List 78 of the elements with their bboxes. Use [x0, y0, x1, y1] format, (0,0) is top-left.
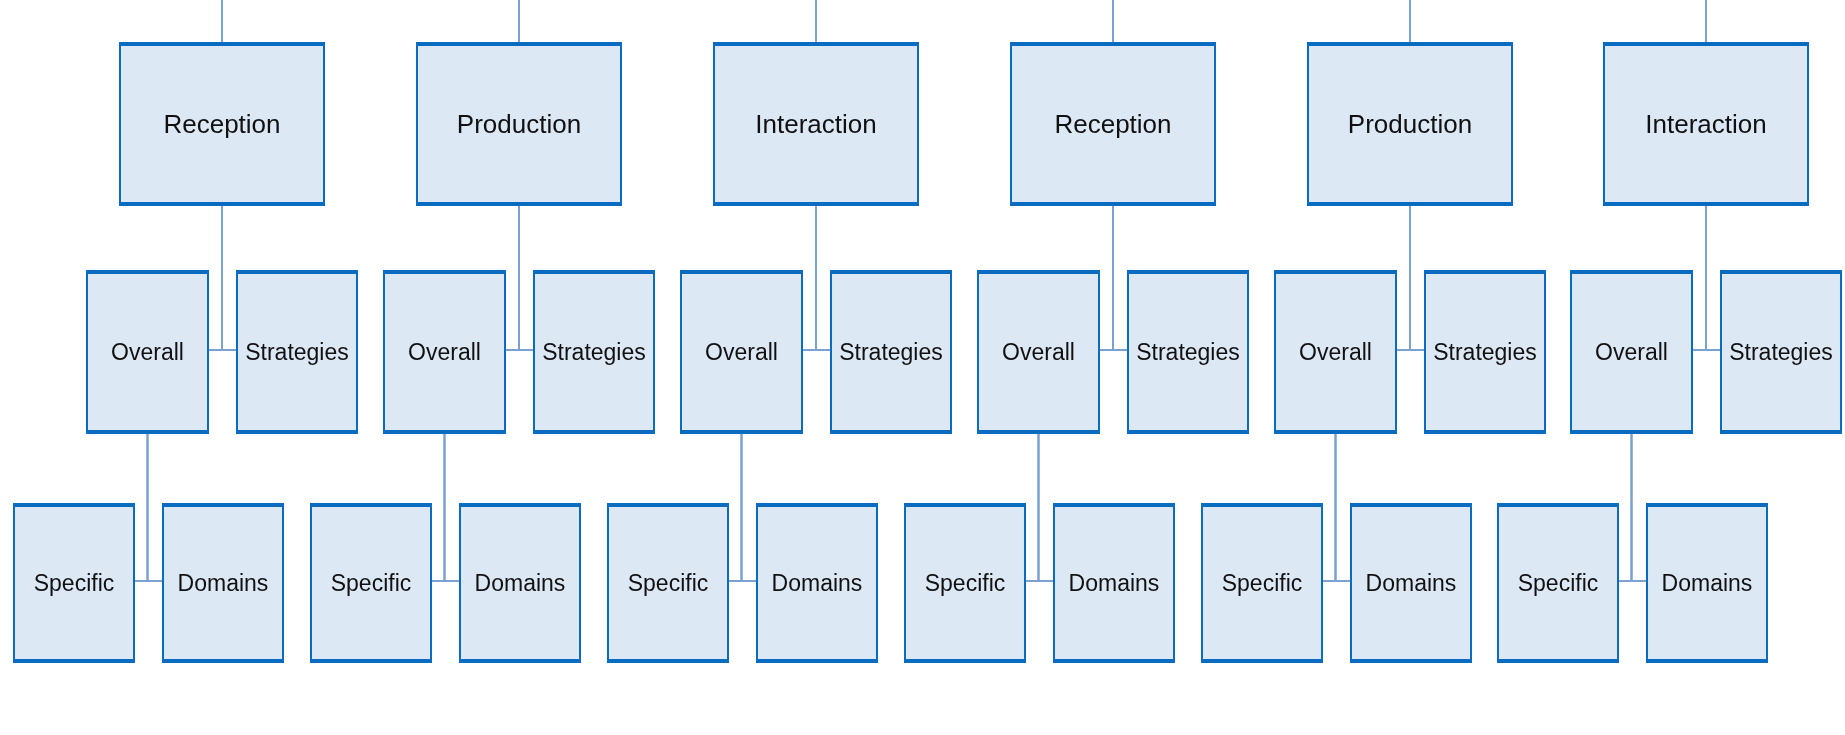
box-label: Specific	[1221, 569, 1303, 597]
box-label: Interaction	[1645, 108, 1767, 140]
box-label: Interaction	[755, 108, 877, 140]
detail-box	[756, 503, 878, 663]
category-box	[416, 42, 622, 206]
box-label: Overall	[1299, 338, 1372, 366]
box-label: Specific	[627, 569, 709, 597]
connector-line	[1630, 433, 1647, 582]
connector-line	[221, 205, 237, 351]
box-label: Domains	[1661, 569, 1753, 597]
box-label: Strategies	[542, 338, 646, 366]
connector-line	[518, 0, 520, 43]
connector-line	[815, 0, 817, 43]
detail-box	[1350, 503, 1472, 663]
category-box	[1603, 42, 1809, 206]
subcategory-box	[86, 270, 209, 434]
subcategory-box	[1570, 270, 1693, 434]
detail-box	[1053, 503, 1175, 663]
box-label: Domains	[177, 569, 269, 597]
box-label: Strategies	[1136, 338, 1240, 366]
connector-line	[146, 433, 163, 582]
box-label: Strategies	[1729, 338, 1833, 366]
box-label: Reception	[1054, 108, 1172, 140]
box-label: Production	[456, 108, 582, 140]
subcategory-box	[680, 270, 803, 434]
subcategory-box	[1127, 270, 1249, 434]
connector-line	[740, 433, 757, 582]
detail-box	[459, 503, 581, 663]
connector-line	[1705, 0, 1707, 43]
box-label: Domains	[474, 569, 566, 597]
detail-box	[1201, 503, 1323, 663]
category-box	[119, 42, 325, 206]
box-label: Overall	[1595, 338, 1668, 366]
category-box	[1010, 42, 1216, 206]
connector-line	[1705, 205, 1721, 351]
connector-line	[221, 0, 223, 43]
box-label: Reception	[163, 108, 281, 140]
connector-line	[815, 205, 831, 351]
connector-line	[1112, 0, 1114, 43]
detail-box	[1646, 503, 1768, 663]
box-label: Strategies	[245, 338, 349, 366]
box-label: Specific	[33, 569, 115, 597]
subcategory-box	[533, 270, 655, 434]
connector-line	[443, 433, 460, 582]
subcategory-box	[1274, 270, 1397, 434]
box-label: Specific	[1517, 569, 1599, 597]
box-label: Overall	[111, 338, 184, 366]
subcategory-box	[1720, 270, 1842, 434]
detail-box	[1497, 503, 1619, 663]
box-label: Specific	[924, 569, 1006, 597]
detail-box	[310, 503, 432, 663]
connector-line	[1112, 205, 1128, 351]
box-label: Overall	[705, 338, 778, 366]
box-label: Production	[1347, 108, 1473, 140]
subcategory-box	[383, 270, 506, 434]
box-label: Strategies	[1433, 338, 1537, 366]
category-box	[1307, 42, 1513, 206]
connector-line	[1037, 433, 1054, 582]
connector-line	[1409, 205, 1425, 351]
detail-box	[13, 503, 135, 663]
box-label: Strategies	[839, 338, 943, 366]
subcategory-box	[977, 270, 1100, 434]
subcategory-box	[830, 270, 952, 434]
box-label: Domains	[1365, 569, 1457, 597]
connector-line	[1334, 433, 1351, 582]
box-label: Overall	[1002, 338, 1075, 366]
box-label: Domains	[771, 569, 863, 597]
detail-box	[162, 503, 284, 663]
box-label: Specific	[330, 569, 412, 597]
subcategory-box	[236, 270, 358, 434]
connector-line	[518, 205, 534, 351]
detail-box	[904, 503, 1026, 663]
subcategory-box	[1424, 270, 1546, 434]
category-box	[713, 42, 919, 206]
box-label: Overall	[408, 338, 481, 366]
detail-box	[607, 503, 729, 663]
connector-line	[1409, 0, 1411, 43]
box-label: Domains	[1068, 569, 1160, 597]
